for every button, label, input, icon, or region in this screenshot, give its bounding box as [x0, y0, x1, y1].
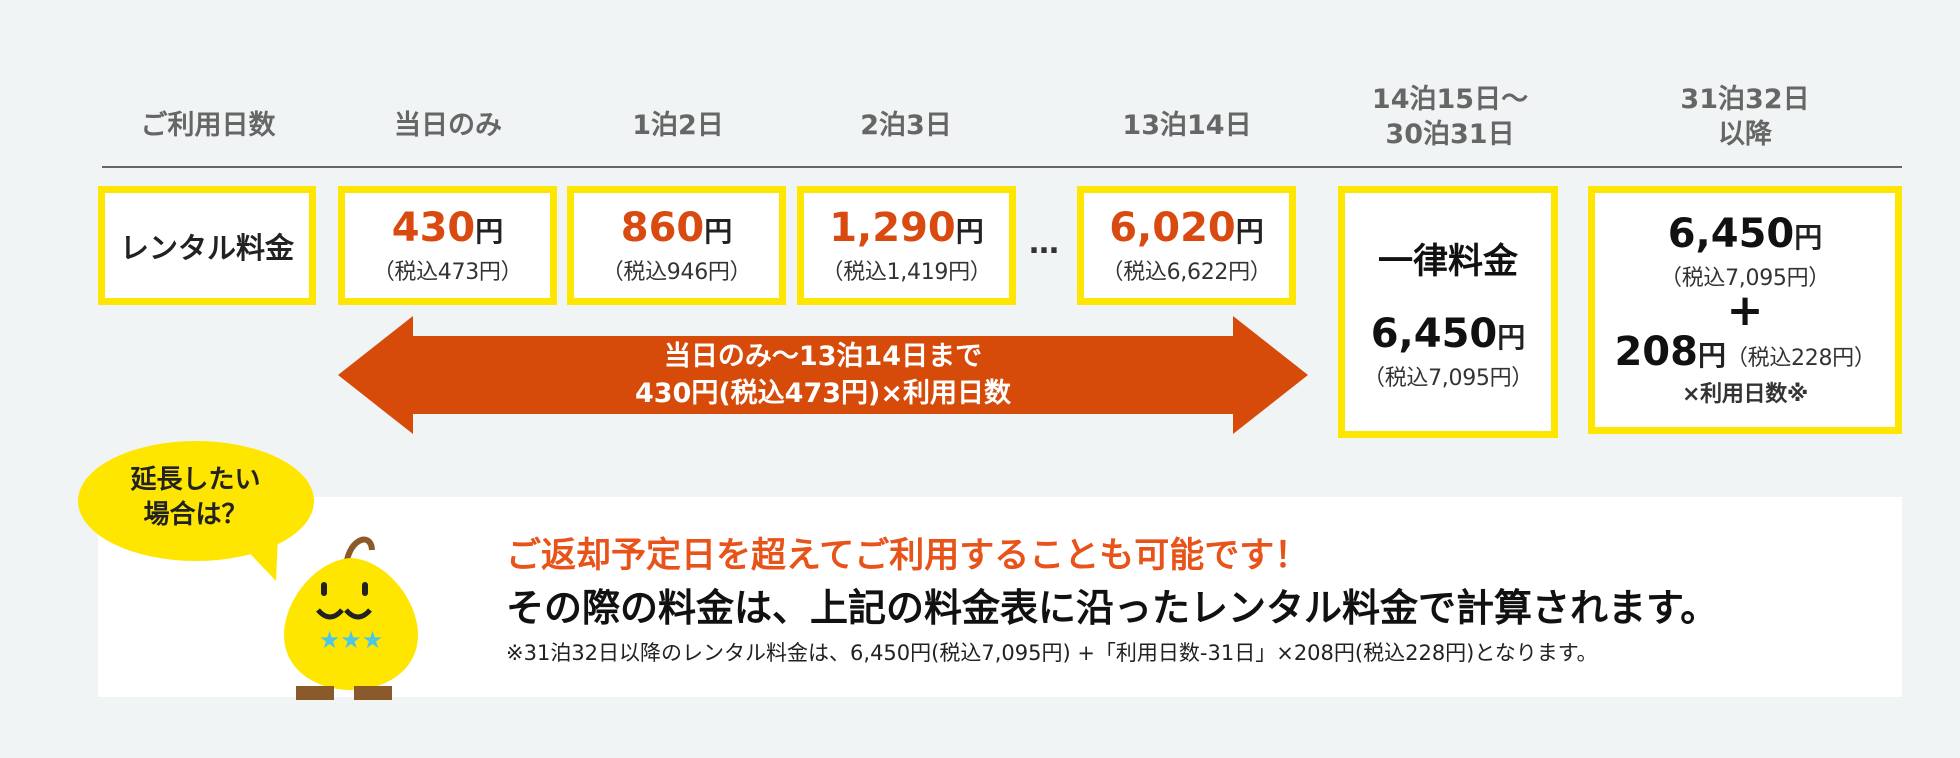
header-days: ご利用日数 [140, 110, 276, 141]
rental-fee-label: レンタル料金 [119, 230, 294, 265]
header-31-line1: 31泊32日 [1680, 84, 1810, 115]
header-divider [102, 166, 1902, 168]
header-14-30-nights: 14泊15日〜 30泊31日 [1340, 82, 1560, 152]
header-31-line2: 以降 [1718, 119, 1772, 150]
long-term-box: 6,450円 （税込7,095円） + 208円 （税込228円） ×利用日数※ [1588, 186, 1902, 434]
header-31-nights: 31泊32日 以降 [1605, 82, 1885, 152]
price-2-nights: 1,290円 [829, 204, 984, 251]
extension-note: ※31泊32日以降のレンタル料金は、6,450円(税込7,095円) +「利用日… [506, 641, 1598, 665]
speech-bubble: 延長したい 場合は？ [78, 441, 338, 581]
bubble-line2: 場合は？ [143, 500, 248, 530]
header-same-day: 当日のみ [394, 110, 502, 141]
ellipsis: … [1029, 226, 1059, 261]
price-box-1-night: 860円 （税込946円） [567, 186, 786, 305]
header-14-30-line2: 30泊31日 [1385, 119, 1515, 150]
header-1-night: 1泊2日 [632, 110, 724, 141]
flat-rate-tax: （税込7,095円） [1363, 365, 1533, 391]
price-box-2-nights: 1,290円 （税込1,419円） [797, 186, 1016, 305]
extension-body: その際の料金は、上記の料金表に沿ったレンタル料金で計算されます。 [506, 586, 1719, 630]
price-1-night: 860円 [620, 204, 733, 251]
tax-same-day: （税込473円） [372, 259, 523, 285]
arrow-line2: 430円(税込473円)×利用日数 [634, 378, 1012, 409]
long-term-base-tax: （税込7,095円） [1660, 266, 1830, 291]
tax-13-nights: （税込6,622円） [1101, 259, 1272, 285]
flat-rate-title: 一律料金 [1377, 241, 1518, 282]
price-same-day: 430円 [391, 204, 504, 251]
duration-arrow: 当日のみ〜13泊14日まで 430円(税込473円)×利用日数 [338, 316, 1308, 434]
header-14-30-line1: 14泊15日〜 [1371, 84, 1529, 115]
price-box-same-day: 430円 （税込473円） [338, 186, 557, 305]
long-term-note: ×利用日数※ [1681, 382, 1809, 407]
mascot-icon: ★★★ [276, 530, 426, 700]
double-arrow-icon [338, 316, 1308, 434]
tax-1-night: （税込946円） [601, 259, 752, 285]
arrow-text: 当日のみ〜13泊14日まで 430円(税込473円)×利用日数 [338, 338, 1308, 412]
speech-bubble-text: 延長したい 場合は？ [78, 463, 313, 533]
svg-text:★★★: ★★★ [319, 626, 384, 654]
flat-rate-box: 一律料金 6,450円 （税込7,095円） [1338, 186, 1558, 438]
bubble-line1: 延長したい [130, 465, 261, 495]
rental-fee-label-box: レンタル料金 [98, 186, 316, 305]
arrow-line1: 当日のみ〜13泊14日まで [663, 341, 983, 372]
long-term-extra-price: 208円 [1614, 329, 1726, 375]
price-box-13-nights: 6,020円 （税込6,622円） [1077, 186, 1296, 305]
price-13-nights: 6,020円 [1109, 204, 1264, 251]
speech-bubble-shape [78, 441, 314, 581]
extension-headline: ご返却予定日を超えてご利用することも可能です！ [506, 536, 1310, 576]
long-term-extra: 208円 （税込228円） [1614, 330, 1875, 374]
long-term-base-price: 6,450円 [1667, 211, 1823, 257]
plus-sign: + [1726, 285, 1764, 336]
flat-rate-price: 6,450円 [1370, 310, 1526, 357]
long-term-extra-tax: （税込228円） [1725, 346, 1876, 371]
tax-2-nights: （税込1,419円） [821, 259, 992, 285]
header-2-nights: 2泊3日 [860, 110, 952, 141]
header-13-nights: 13泊14日 [1122, 110, 1252, 141]
